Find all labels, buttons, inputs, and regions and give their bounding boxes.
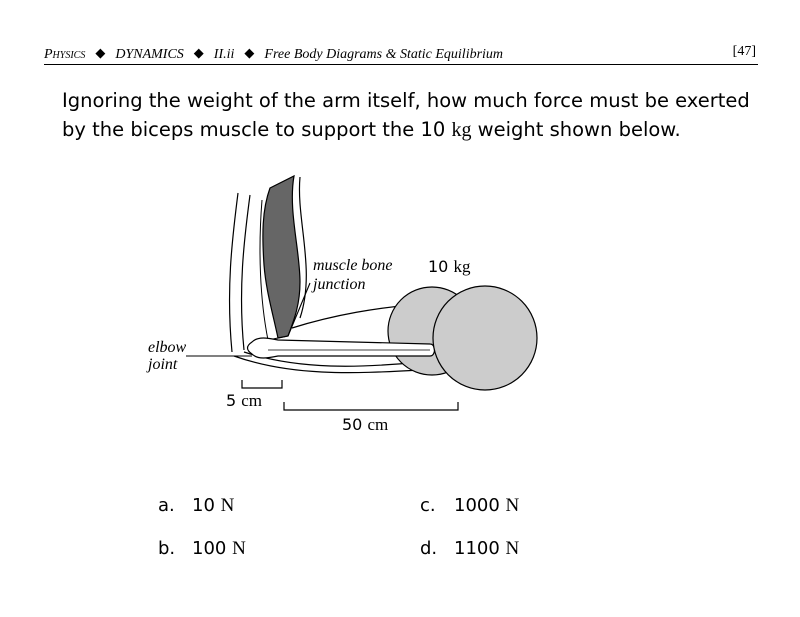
weight-label-value: 10 <box>428 257 453 276</box>
question-text: Ignoring the weight of the arm itself, h… <box>62 86 762 145</box>
option-value: 1100 <box>454 538 506 559</box>
large-distance-label: 50 cm <box>342 415 388 434</box>
option-unit: N <box>505 538 520 559</box>
option-unit: N <box>232 538 246 559</box>
small-distance-label: 5 cm <box>226 391 262 410</box>
large-distance-value: 50 <box>342 415 367 434</box>
option-value: 10 <box>192 495 221 516</box>
option-unit: N <box>220 495 235 516</box>
small-distance-value: 5 <box>226 391 241 410</box>
option-letter: a. <box>158 495 175 516</box>
question-part-2: weight shown below. <box>471 118 681 141</box>
header-breadcrumb: Physics ◆ DYNAMICS ◆ II.ii ◆ Free Body Diagram… <box>44 45 504 63</box>
header-subject: Physics <box>44 47 86 62</box>
upper-arm-outline <box>240 194 251 351</box>
question-unit: kg <box>451 119 472 141</box>
forearm-bone <box>246 337 436 359</box>
answer-option-d[interactable]: d. 1100 N <box>420 538 519 560</box>
weight-label: 10 kg <box>428 257 471 276</box>
header-section: II.ii <box>213 47 235 62</box>
bullet-icon: ◆ <box>95 45 106 60</box>
elbow-label-line2: joint <box>146 356 178 373</box>
header-unit: DYNAMICS <box>115 47 184 62</box>
bullet-icon: ◆ <box>193 45 204 60</box>
answer-option-c[interactable]: c. 1000 N <box>420 495 519 517</box>
option-letter: d. <box>420 538 438 559</box>
elbow-label-line1: elbow <box>148 339 187 356</box>
page-number: [47] <box>732 44 756 59</box>
large-distance-bracket <box>283 402 459 411</box>
weight-disc-front <box>432 285 538 391</box>
question-part-1: Ignoring the weight of the arm itself, h… <box>62 89 750 141</box>
option-value: 100 <box>192 538 233 559</box>
bullet-icon: ◆ <box>244 45 255 60</box>
weight-label-unit: kg <box>453 257 471 276</box>
option-unit: N <box>505 495 520 516</box>
header-topic: Free Body Diagrams & Static Equilibrium <box>264 47 504 62</box>
small-distance-unit: cm <box>241 391 262 410</box>
option-letter: c. <box>420 495 436 516</box>
upper-arm-outline <box>298 176 307 319</box>
junction-pointer <box>287 282 311 337</box>
page-header: Physics ◆ DYNAMICS ◆ II.ii ◆ Free Body Diagram… <box>44 44 758 65</box>
option-letter: b. <box>158 538 176 559</box>
option-value: 1000 <box>454 495 506 516</box>
small-distance-bracket <box>241 380 283 389</box>
forearm-outline <box>233 355 421 374</box>
junction-label-line1: muscle bone <box>313 257 393 274</box>
junction-label-line2: junction <box>311 276 365 293</box>
answer-option-b[interactable]: b. 100 N <box>158 538 246 560</box>
answer-option-a[interactable]: a. 10 N <box>158 495 234 517</box>
large-distance-unit: cm <box>367 415 388 434</box>
upper-arm-outline <box>228 192 239 353</box>
